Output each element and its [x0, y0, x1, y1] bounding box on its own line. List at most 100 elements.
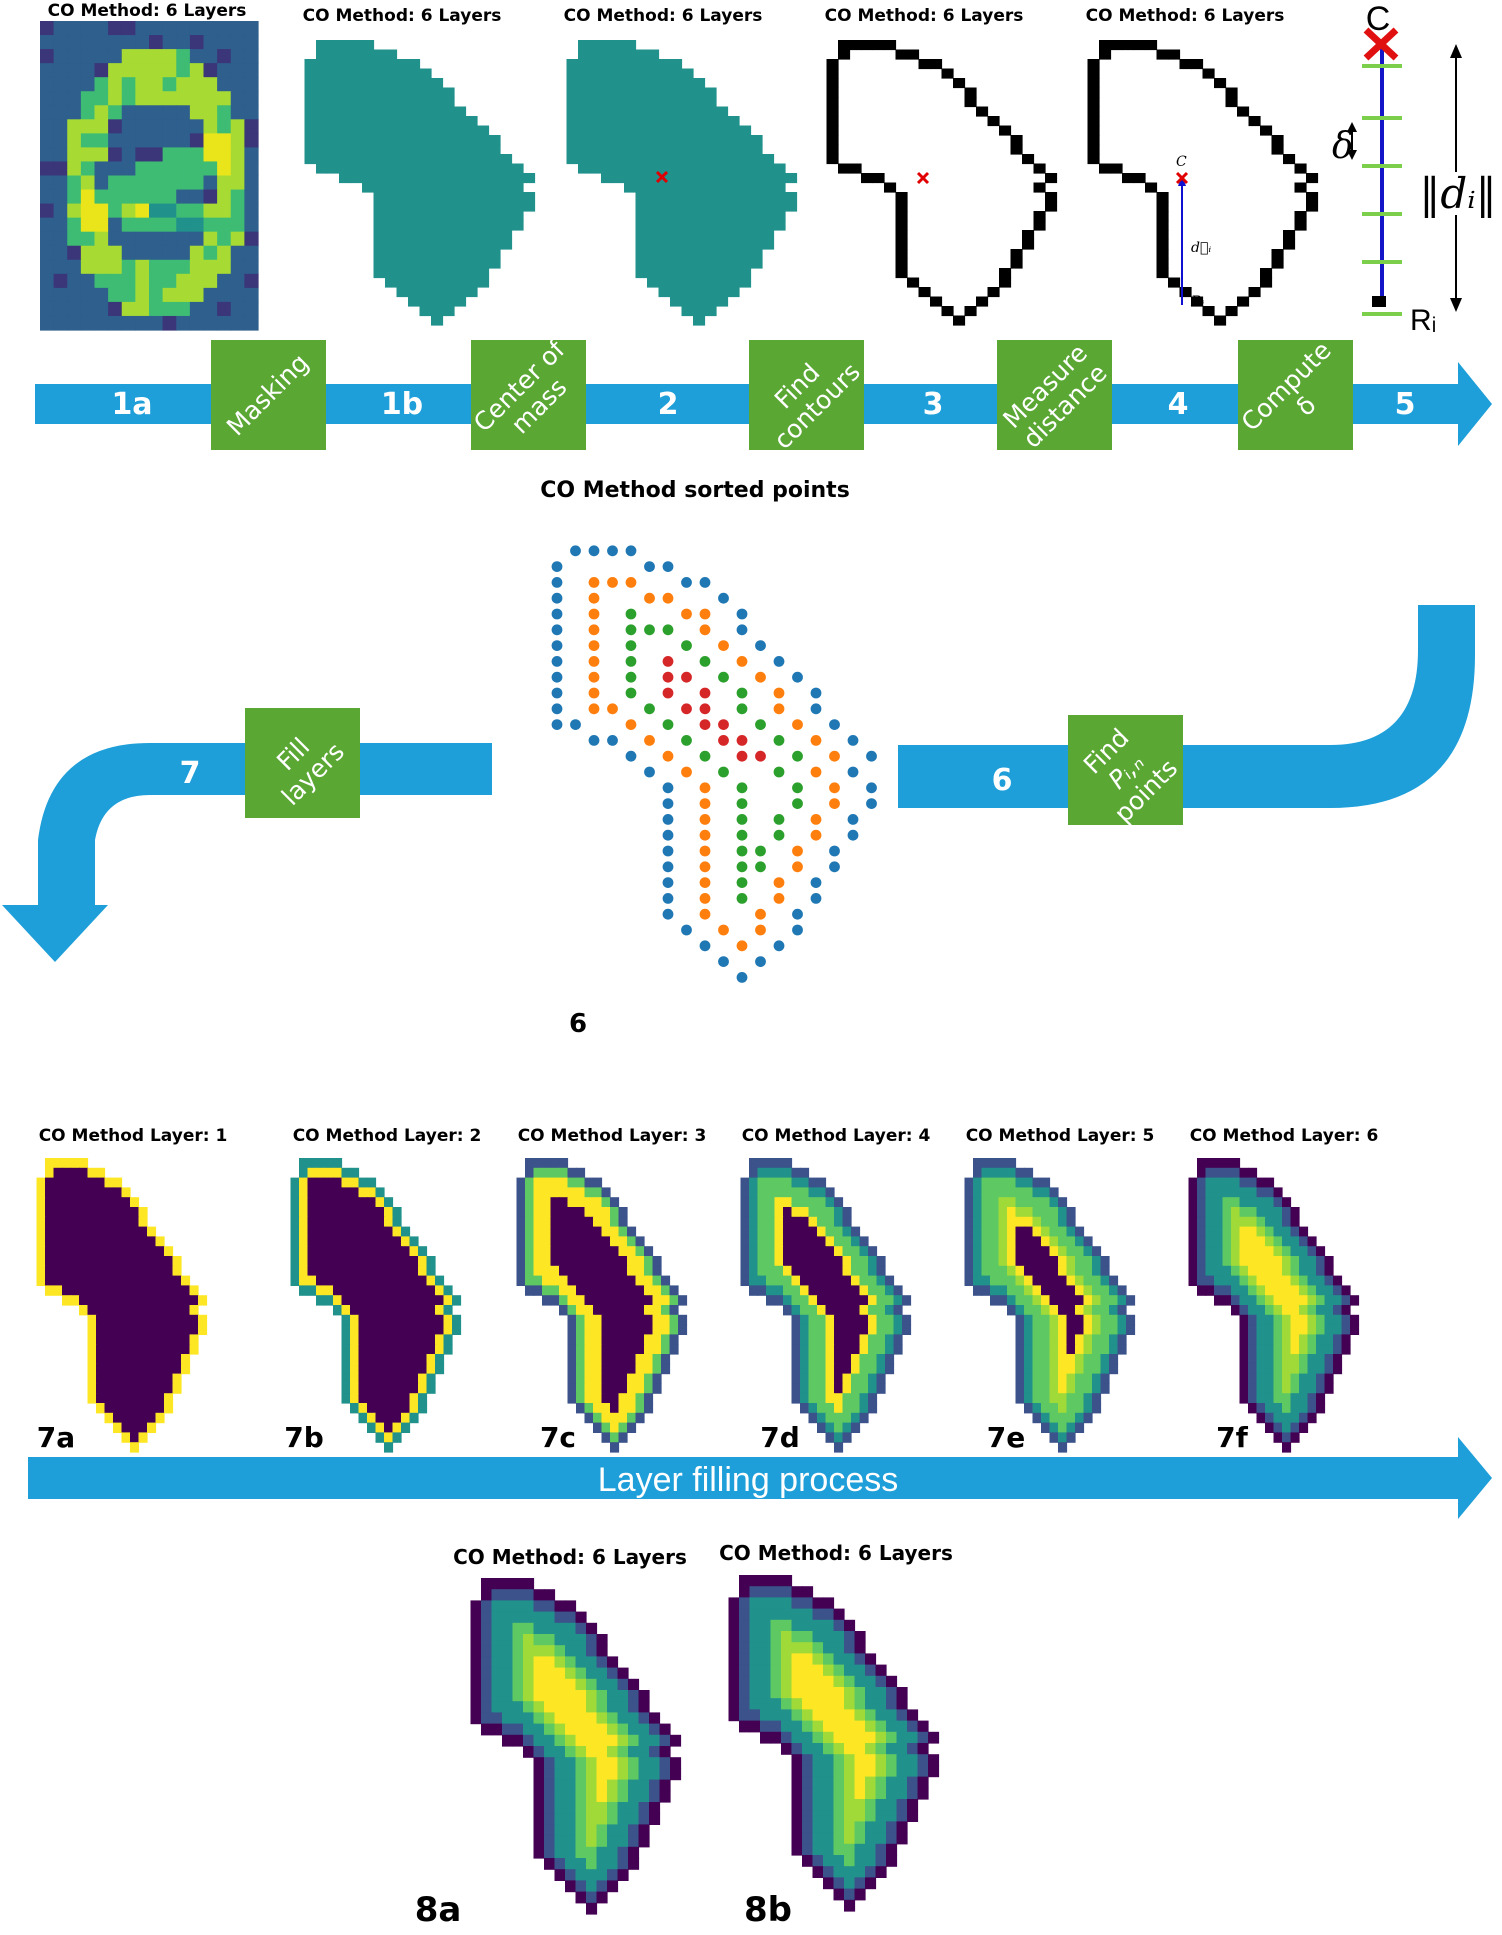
raw-pixel: [67, 49, 81, 64]
final-8a-cell: [502, 1668, 513, 1680]
layer-5-cell: [1007, 1197, 1016, 1207]
mask2-cell: [705, 154, 717, 164]
raw-pixel: [231, 232, 245, 247]
layer-3-cell: [636, 1374, 645, 1384]
layer-1-cell: [164, 1344, 173, 1354]
mask1-cell: [443, 259, 455, 269]
layer-1-cell: [96, 1187, 105, 1197]
layer-4-cell: [817, 1236, 826, 1246]
raw-pixel: [231, 49, 245, 64]
mask1-cell: [385, 259, 397, 269]
layer-point: [644, 767, 655, 778]
layer-2-cell: [367, 1354, 376, 1364]
layer-1-cell: [113, 1266, 122, 1276]
final-8b-cell: [802, 1586, 813, 1598]
contour-cell: [1260, 268, 1272, 278]
layer-3-cell: [534, 1276, 543, 1286]
layer-6-cell: [1265, 1256, 1274, 1266]
final-8b-cell: [855, 1855, 866, 1867]
mask1-cell: [420, 183, 432, 193]
final-8b-cell: [823, 1698, 834, 1710]
layer-1-cell: [156, 1246, 165, 1256]
layer-1-cell: [88, 1305, 97, 1315]
mask2-cell: [636, 240, 648, 250]
layer-6-cell: [1257, 1383, 1266, 1393]
mask1-cell: [466, 230, 478, 240]
final-8a-cell: [534, 1724, 545, 1736]
raw-pixel: [217, 91, 231, 106]
raw-pixel: [231, 147, 245, 162]
layer-1-cell: [113, 1403, 122, 1413]
contour-cell: [850, 40, 862, 50]
mask2-cell: [728, 192, 740, 202]
layer-3-cell: [585, 1187, 594, 1197]
layer-point: [700, 719, 711, 730]
layer-1-cell: [96, 1285, 105, 1295]
layer-3-cell: [602, 1344, 611, 1354]
final-8a-cell: [534, 1791, 545, 1803]
vector-label: d⃗ᵢ: [1191, 240, 1211, 256]
layer-2-cell: [359, 1374, 368, 1384]
mask1-cell: [316, 97, 328, 107]
layer-3-cell: [551, 1158, 560, 1168]
layer-point: [700, 703, 711, 714]
layer-2-cell: [393, 1266, 402, 1276]
layer-3-cell: [576, 1393, 585, 1403]
layer-1-cell: [122, 1374, 131, 1384]
layer-point: [774, 735, 785, 746]
layer-6-cell: [1265, 1187, 1274, 1197]
layer-point: [681, 609, 692, 620]
layer-filling-label: Layer filling process: [598, 1461, 898, 1499]
final-8b-cell: [834, 1665, 845, 1677]
layer-2-cell: [401, 1334, 410, 1344]
final-8b-cell: [844, 1631, 855, 1643]
final-8a-cell: [597, 1824, 608, 1836]
mask1-cell: [454, 268, 466, 278]
final-8b-cell: [792, 1844, 803, 1856]
layer-4-cell: [843, 1266, 852, 1276]
final-8a-cell: [502, 1679, 513, 1691]
raw-pixel: [163, 176, 177, 191]
final-8a-cell: [534, 1768, 545, 1780]
mask2-cell: [590, 97, 602, 107]
layer-3-cell: [619, 1276, 628, 1286]
final-8b-cell: [865, 1732, 876, 1744]
final-8a-cell: [502, 1634, 513, 1646]
final-8a-cell: [576, 1746, 587, 1758]
layer-point: [681, 925, 692, 936]
mask2-cell: [659, 69, 671, 79]
layer-5-cell: [1041, 1354, 1050, 1364]
layer-2-cell: [410, 1364, 419, 1374]
layer-1-cell: [96, 1374, 105, 1384]
final-8a-cell: [492, 1712, 503, 1724]
layer-3-cell: [619, 1423, 628, 1433]
layer-5-cell: [990, 1285, 999, 1295]
layer-5-cell: [1084, 1295, 1093, 1305]
layer-2-cell: [367, 1334, 376, 1344]
layer-4-cell: [851, 1227, 860, 1237]
raw-pixel: [54, 190, 68, 205]
layer-1-cell: [147, 1354, 156, 1364]
layer-point: [626, 545, 637, 556]
layer-6-cell: [1206, 1197, 1215, 1207]
contour-cell: [850, 164, 862, 174]
raw-pixel: [67, 260, 81, 275]
layer-5-cell: [1067, 1423, 1076, 1433]
layer-1-cell: [147, 1276, 156, 1286]
raw-pixel: [122, 204, 136, 219]
final-8b-cell: [813, 1709, 824, 1721]
layer-5-cell: [1067, 1266, 1076, 1276]
layer-2-cell: [393, 1227, 402, 1237]
layer-6-cell: [1274, 1246, 1283, 1256]
raw-pixel: [190, 176, 204, 191]
raw-pixel: [67, 133, 81, 148]
layer-1-cell: [147, 1285, 156, 1295]
layer-4-cell: [809, 1217, 818, 1227]
layer-1-cell: [71, 1246, 80, 1256]
layer-2-cell: [427, 1344, 436, 1354]
layer-1-cell: [88, 1325, 97, 1335]
layer-4-cell: [843, 1432, 852, 1442]
layer-point: [792, 909, 803, 920]
layer-1-cell: [147, 1256, 156, 1266]
layer-1-cell: [164, 1305, 173, 1315]
